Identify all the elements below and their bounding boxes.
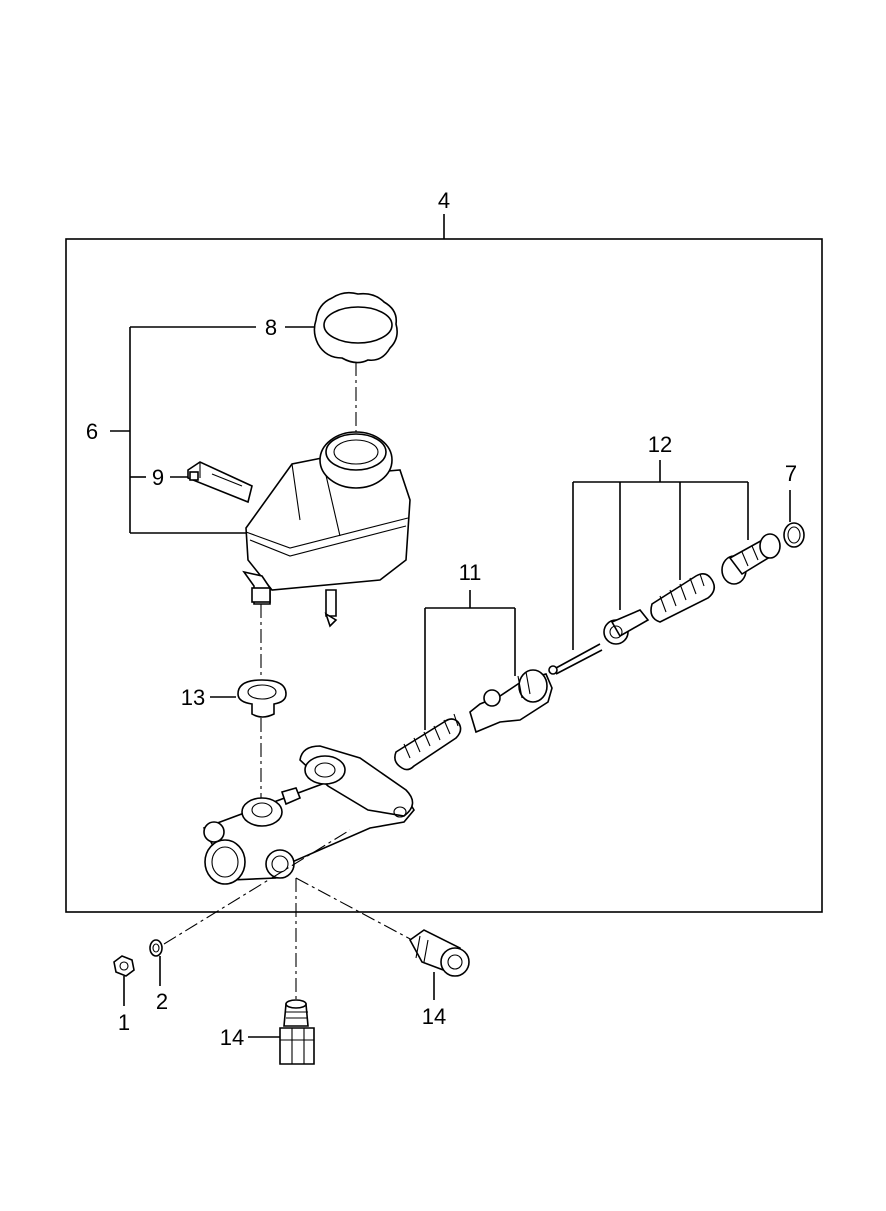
callout-12: 12: [648, 432, 672, 457]
reservoir-cap: [313, 291, 398, 364]
callout-11: 11: [459, 560, 482, 585]
callout-6: 6: [86, 419, 98, 444]
washer: [149, 939, 163, 957]
callout-2: 2: [156, 989, 168, 1014]
callout-14-right: 14: [422, 1004, 446, 1029]
bracket-11: [424, 590, 516, 730]
level-sensor: [187, 461, 253, 504]
push-rod: [548, 643, 603, 675]
outlet-axis-right: [295, 877, 413, 941]
callout-7: 7: [785, 461, 797, 486]
callout-14-bottom: 14: [220, 1025, 244, 1050]
callout-1: 1: [118, 1010, 130, 1035]
snap-ring: [783, 522, 805, 548]
grommet: [237, 679, 287, 718]
bracket-12: [572, 460, 749, 650]
callout-4: 4: [438, 188, 450, 213]
mount-axis-left: [163, 829, 351, 945]
callout-9: 9: [152, 465, 164, 490]
tube-fitting-bottom: [279, 999, 315, 1065]
bracket-6: [110, 326, 256, 534]
callout-13: 13: [181, 685, 205, 710]
nut: [113, 955, 135, 977]
tube-fitting-right: [408, 929, 470, 977]
secondary-piston: [721, 533, 781, 585]
primary-piston-spring: [394, 713, 462, 771]
master-cylinder-body: [202, 745, 415, 885]
callout-8: 8: [265, 315, 277, 340]
primary-piston: [469, 669, 553, 734]
spring-seat: [603, 609, 650, 645]
secondary-spring: [650, 572, 716, 623]
brake-fluid-reservoir: [242, 431, 411, 628]
